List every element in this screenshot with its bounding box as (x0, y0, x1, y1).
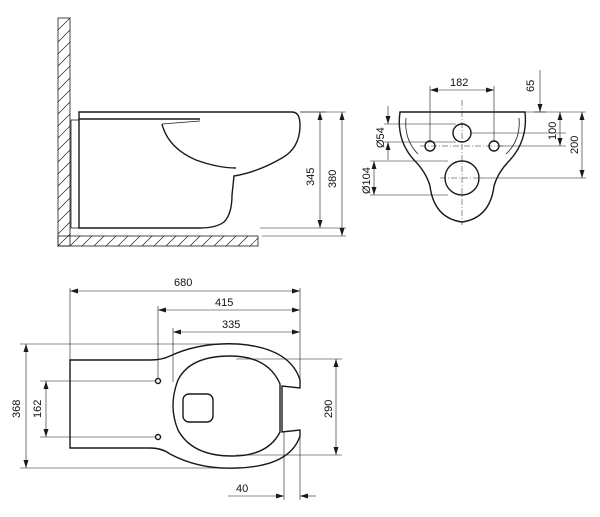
dim-380-label: 380 (327, 170, 339, 188)
floor (57, 235, 259, 247)
dim-335-label: 335 (222, 319, 240, 331)
floor-hatch (69, 235, 259, 247)
dim-182-label: 182 (450, 77, 468, 89)
rim-edge (161, 120, 201, 125)
fixing-hole-top (154, 377, 162, 385)
side-view: 345 380 (57, 17, 346, 247)
dim-368-label: 368 (11, 400, 23, 418)
dim-415-label: 415 (215, 297, 233, 309)
dim-40-label: 40 (236, 483, 248, 495)
fixing-hole-bottom (154, 433, 162, 441)
flush-plate (182, 393, 214, 423)
bowl-side-profile (78, 111, 301, 229)
mounting-frame (70, 119, 80, 229)
rear-inner-left (405, 117, 419, 155)
dim-680-label: 680 (174, 277, 192, 289)
dim-54-label: Ø54 (375, 127, 387, 148)
top-view: 680 415 335 368 162 290 (11, 277, 342, 500)
wall-hatch (57, 17, 71, 247)
rear-view: 182 65 100 200 Ø54 Ø104 (361, 70, 586, 225)
seat-inner (172, 355, 281, 457)
dim-290-label: 290 (323, 400, 335, 418)
bowl-inner-curve (161, 123, 237, 169)
dim-100-label: 100 (547, 122, 559, 140)
dim-104-label: Ø104 (361, 167, 373, 194)
top-outline (69, 343, 301, 469)
dim-162-label: 162 (32, 400, 44, 418)
dim-65-label: 65 (525, 80, 537, 92)
rear-inner-right (505, 117, 520, 155)
rear-outline (398, 111, 527, 223)
dim-200-label: 200 (569, 136, 581, 154)
dim-345-label: 345 (305, 168, 317, 186)
